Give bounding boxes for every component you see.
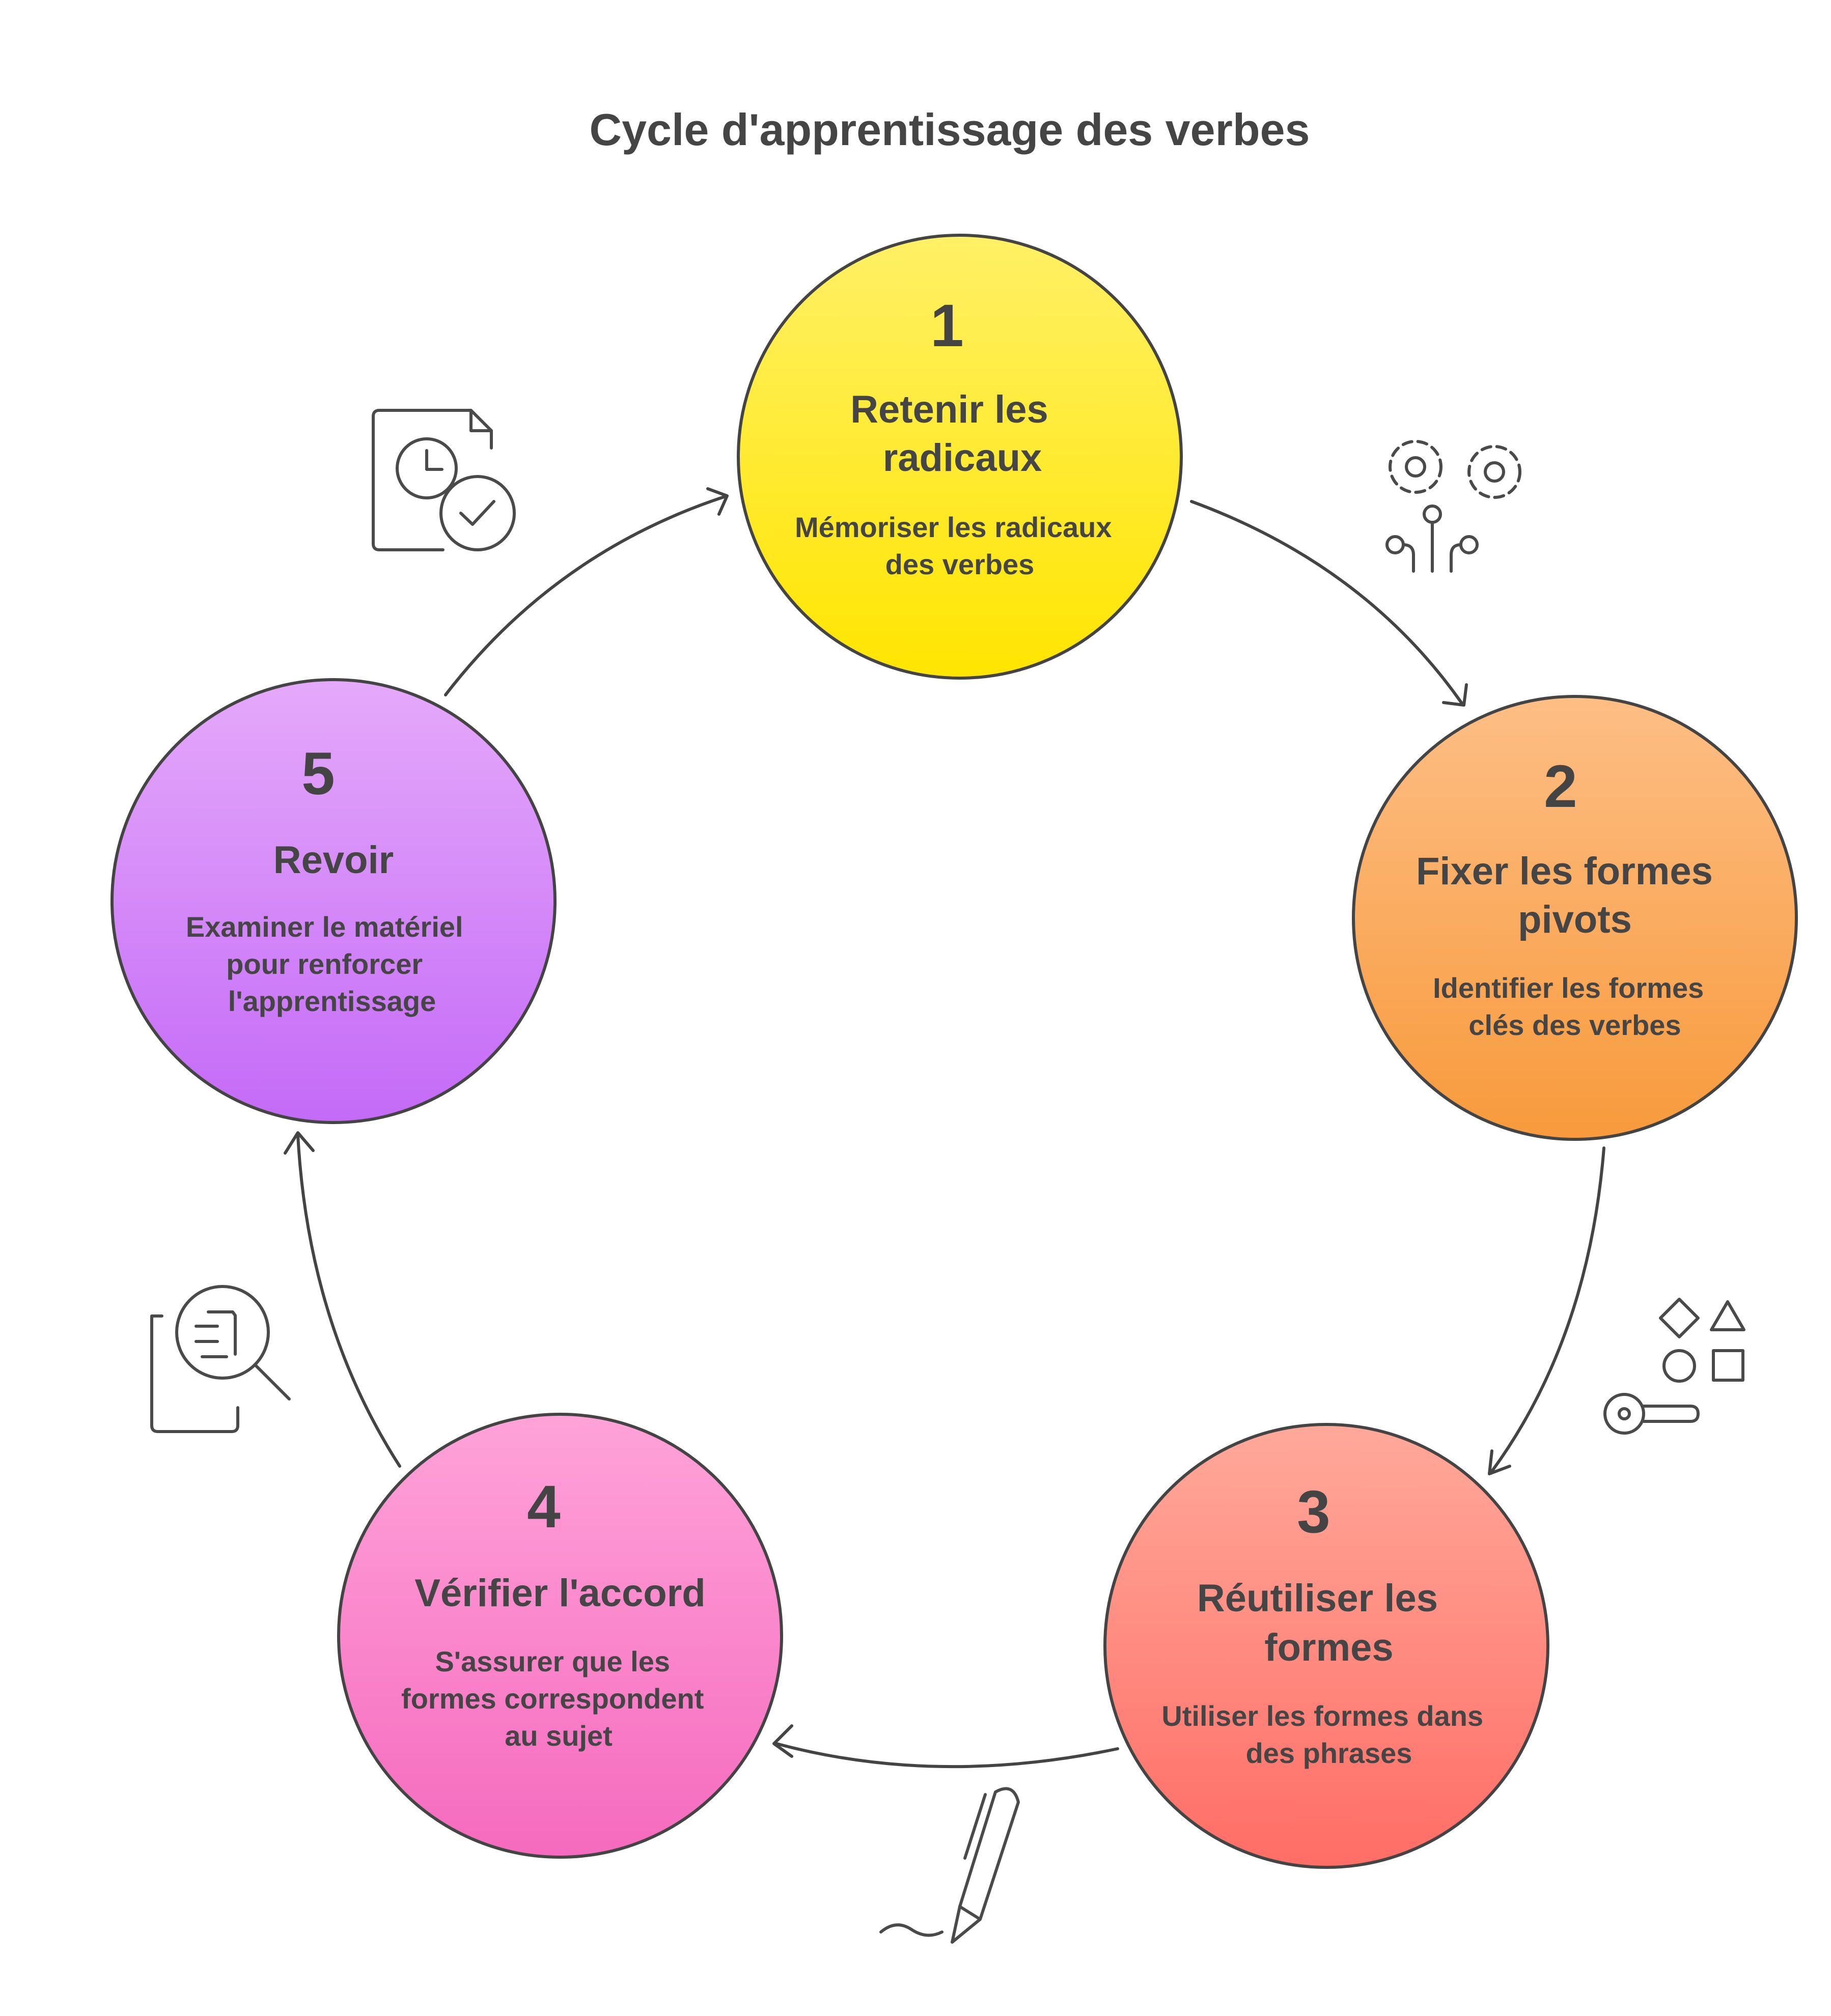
step-5-circle [110, 678, 557, 1124]
arrowhead-3-to-4 [772, 1724, 793, 1758]
step-3-circle [1103, 1423, 1549, 1869]
step-5-heading: Revoir [273, 838, 394, 882]
arrowhead-4-to-5 [284, 1131, 315, 1155]
arrowhead-2-to-3 [1488, 1449, 1511, 1475]
step-1-number: 1 [930, 292, 964, 359]
step-3-number: 3 [1297, 1478, 1330, 1546]
step-4-circle [337, 1413, 783, 1859]
step-5-description: Examiner le matériel pour renforcer l'ap… [186, 911, 471, 1017]
step-2-number: 2 [1544, 753, 1577, 820]
step-5-number: 5 [301, 740, 335, 807]
arrowhead-1-to-2 [1442, 683, 1468, 707]
step-2-circle [1352, 695, 1798, 1141]
arrow-5-to-1 [444, 495, 727, 696]
step-2-heading: Fixer les formes pivots [1416, 850, 1724, 941]
diagram-title: Cycle d'apprentissage des verbes [590, 104, 1310, 155]
gears-circuit-icon [1385, 440, 1521, 573]
arrowhead-5-to-1 [706, 487, 729, 516]
step-4-number: 4 [527, 1473, 561, 1541]
step-1-heading: Retenir les radicaux [850, 388, 1059, 480]
step-4-heading: Vérifier l'accord [414, 1572, 705, 1615]
pen-signature-icon [879, 1787, 1020, 1944]
cycle-arrows [284, 487, 1605, 1769]
arrow-1-to-2 [1190, 500, 1463, 704]
step-2: 2 Fixer les formes pivots Identifier les… [1352, 695, 1798, 1141]
step-2-description: Identifier les formes clés des verbes [1433, 972, 1712, 1041]
step-3-heading: Réutiliser les formes [1197, 1577, 1449, 1669]
arrow-4-to-5 [296, 1134, 401, 1468]
clock-document-check-icon [372, 409, 516, 551]
step-1: 1 Retenir les radicaux Mémoriser les rad… [737, 234, 1183, 680]
arrow-2-to-3 [1490, 1146, 1605, 1473]
step-4: 4 Vérifier l'accord S'assurer que les fo… [337, 1413, 783, 1859]
step-1-description: Mémoriser les radicaux des verbes [795, 511, 1120, 580]
step-3-description: Utiliser les formes dans des phrases [1161, 1700, 1491, 1769]
arrow-3-to-4 [775, 1742, 1119, 1769]
step-1-circle [737, 234, 1183, 680]
step-5: 5 Revoir Examiner le matériel pour renfo… [110, 678, 557, 1124]
step-3: 3 Réutiliser les formes Utiliser les for… [1103, 1423, 1549, 1869]
document-search-icon [150, 1285, 291, 1433]
shapes-key-icon [1603, 1298, 1745, 1435]
step-4-description: S'assurer que les formes correspondent a… [401, 1645, 712, 1752]
